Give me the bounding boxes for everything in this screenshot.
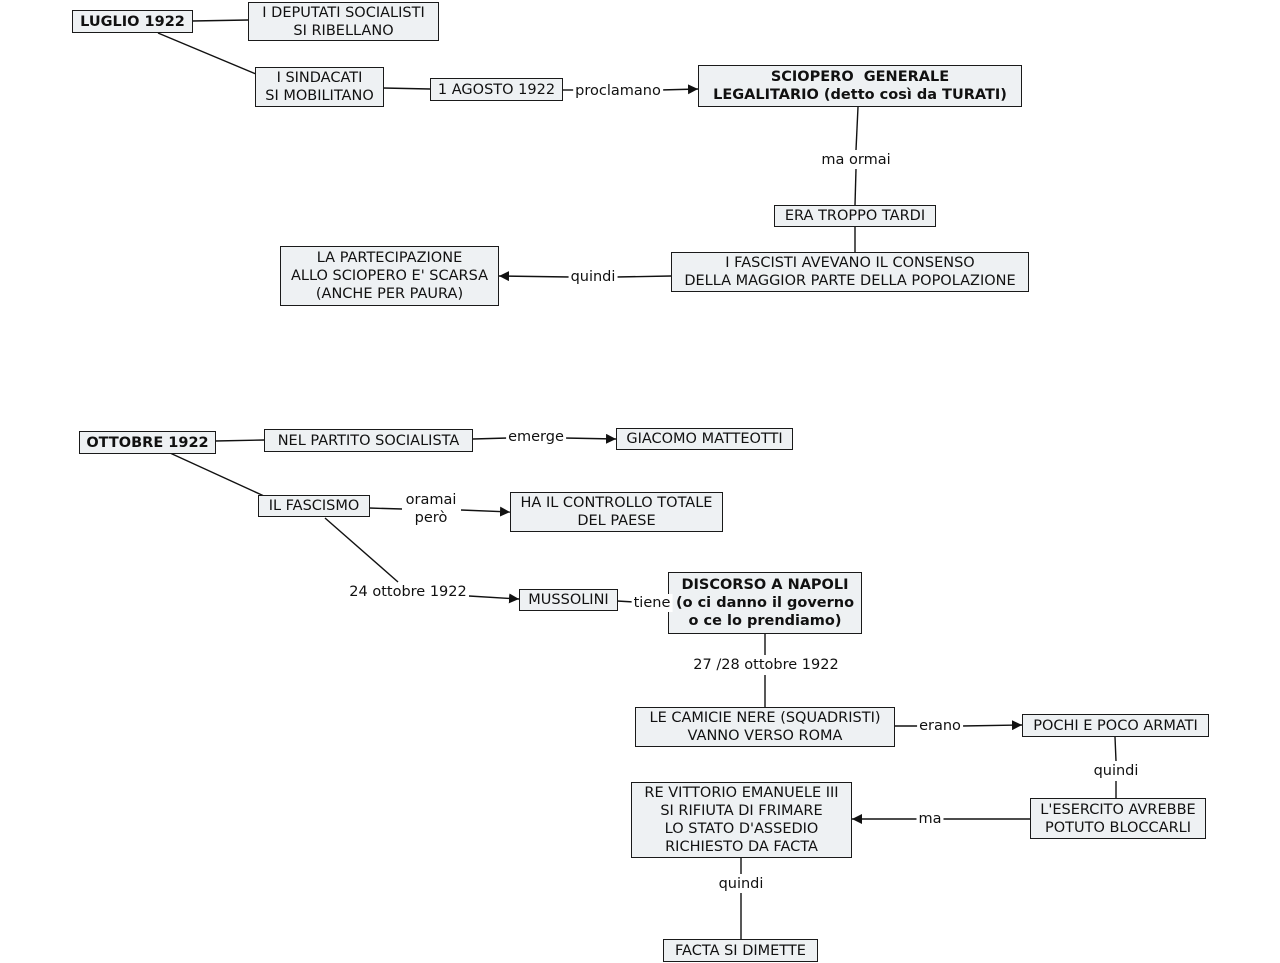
label-27-28-ottobre-1922: 27 /28 ottobre 1922 <box>691 656 841 674</box>
edge-sindacati-agosto <box>382 87 431 90</box>
edge-emerge-matteotti <box>563 433 617 444</box>
edge-ottobre-partito <box>214 439 265 442</box>
edge-erano-pochi <box>961 720 1023 731</box>
edge-sciopero-maormai <box>855 106 859 151</box>
label-tiene: tiene <box>631 594 673 612</box>
label-ma: ma <box>916 810 944 828</box>
label-quindi-esercito: quindi <box>1091 762 1141 780</box>
edge-pochi-quindi <box>1114 736 1117 762</box>
node-giacomo-matteotti[interactable]: GIACOMO MATTEOTTI <box>616 428 793 450</box>
edge-fascismo-data24 <box>324 517 399 583</box>
edge-proclamano-sciopero <box>659 84 699 95</box>
label-ma-ormai: ma ormai <box>819 151 893 169</box>
edge-oramai-controllo <box>460 506 511 517</box>
label-emerge: emerge <box>506 428 566 446</box>
edge-quindi-partecipazione <box>498 271 571 282</box>
node-il-fascismo[interactable]: IL FASCISMO <box>258 495 370 517</box>
label-erano: erano <box>917 717 963 735</box>
node-1-agosto-1922[interactable]: 1 AGOSTO 1922 <box>430 78 563 101</box>
edge-luglio-sindacati <box>157 32 257 75</box>
node-camicie-nere[interactable]: LE CAMICIE NERE (SQUADRISTI) VANNO VERSO… <box>635 707 895 747</box>
node-mussolini[interactable]: MUSSOLINI <box>519 589 618 611</box>
label-quindi-partecipazione: quindi <box>568 268 618 286</box>
node-facta-si-dimette[interactable]: FACTA SI DIMETTE <box>663 939 818 962</box>
edge-consenso-quindi <box>615 275 672 278</box>
label-proclamano: proclamano <box>573 82 663 100</box>
node-partito-socialista[interactable]: NEL PARTITO SOCIALISTA <box>264 429 473 452</box>
node-partecipazione-scarsa[interactable]: LA PARTECIPAZIONE ALLO SCIOPERO E' SCARS… <box>280 246 499 306</box>
edge-partito-emerge <box>472 437 509 440</box>
label-quindi-facta: quindi <box>716 875 766 893</box>
edge-ottobre-fascismo <box>169 452 265 497</box>
edge-luglio-deputati <box>191 19 249 22</box>
node-discorso-napoli[interactable]: DISCORSO A NAPOLI (o ci danno il governo… <box>668 572 862 634</box>
edge-fascismo-oramai <box>368 507 403 510</box>
node-re-vittorio-emanuele[interactable]: RE VITTORIO EMANUELE III SI RIFIUTA DI F… <box>631 782 852 858</box>
node-ottobre-1922[interactable]: OTTOBRE 1922 <box>79 431 216 454</box>
node-controllo-totale[interactable]: HA IL CONTROLLO TOTALE DEL PAESE <box>510 492 723 532</box>
label-24-ottobre-1922: 24 ottobre 1922 <box>347 583 469 601</box>
label-oramai-pero: oramai però <box>403 491 459 527</box>
node-troppo-tardi[interactable]: ERA TROPPO TARDI <box>774 205 936 227</box>
node-deputati-socialisti[interactable]: I DEPUTATI SOCIALISTI SI RIBELLANO <box>248 2 439 41</box>
edge-maormai-tardi <box>854 168 857 206</box>
edge-data24-mussolini <box>468 593 520 604</box>
node-esercito-bloccarli[interactable]: L'ESERCITO AVREBBE POTUTO BLOCCARLI <box>1030 798 1206 839</box>
node-pochi-armati[interactable]: POCHI E POCO ARMATI <box>1022 714 1209 737</box>
node-fascisti-consenso[interactable]: I FASCISTI AVEVANO IL CONSENSO DELLA MAG… <box>671 252 1029 292</box>
node-luglio-1922[interactable]: LUGLIO 1922 <box>72 10 193 33</box>
node-sindacati[interactable]: I SINDACATI SI MOBILITANO <box>255 67 384 107</box>
edge-mussolini-tiene <box>616 600 635 603</box>
node-sciopero-generale[interactable]: SCIOPERO GENERALE LEGALITARIO (detto cos… <box>698 65 1022 107</box>
